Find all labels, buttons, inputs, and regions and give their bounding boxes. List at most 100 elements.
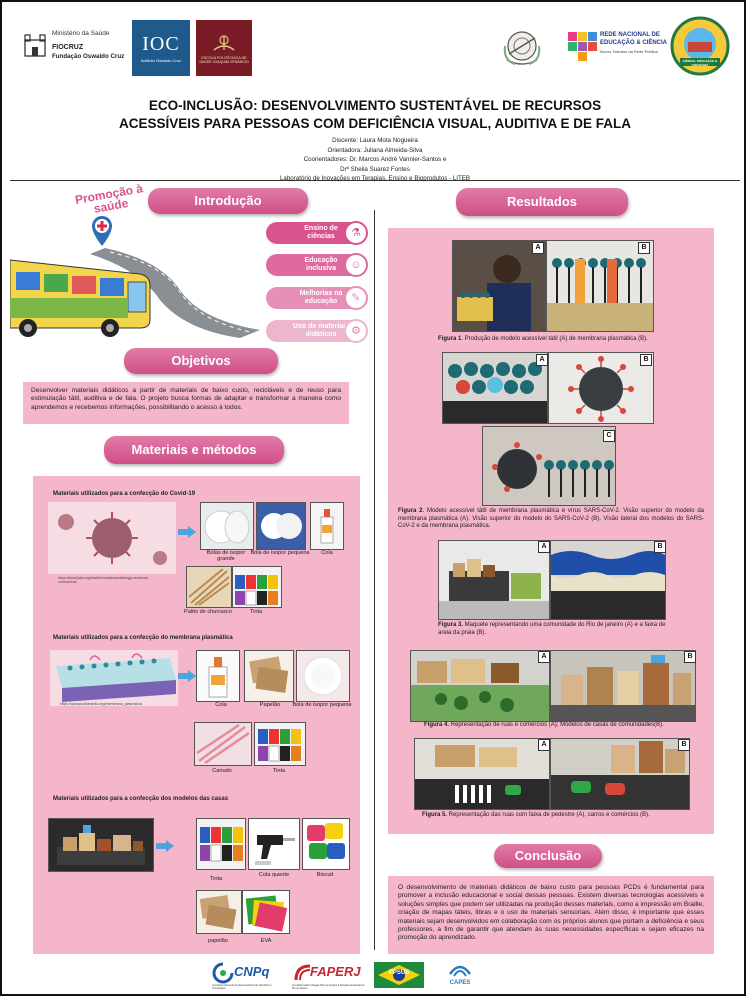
fig3b-tag: B: [654, 541, 666, 553]
label-isopor-grande: Bolas de isopor grande: [206, 550, 246, 562]
fiocruz-full-label: Fundação Oswaldo Cruz: [52, 53, 125, 60]
section-materiais: Materiais e métodos: [104, 436, 284, 464]
label-biscuit: Biscuit: [316, 872, 334, 878]
objetivos-panel: Desenvolver materiais didáticos a partir…: [23, 382, 349, 424]
isopor-membrana-image: [296, 650, 350, 702]
fig3-caption-text: Maquete representando uma comunidade do …: [438, 622, 666, 636]
casas-model-image: [48, 818, 154, 872]
objetivos-text: Desenvolver materiais didáticos a partir…: [31, 387, 341, 411]
conclusao-text: O desenvolvimento de materiais didáticos…: [398, 884, 704, 942]
membrane-diagram: [50, 650, 178, 706]
badge-icon: [670, 16, 730, 76]
label-cola-membrana: Cola: [215, 702, 227, 708]
bus-illustration: [10, 248, 260, 338]
fig4-caption: Figura 4. Representação de ruas e comérc…: [424, 722, 694, 730]
biscuit-image: [302, 818, 350, 870]
label-tinta-membrana: Tinta: [272, 768, 286, 774]
ppsus-logo: PPSUS: [374, 962, 424, 988]
health-pin-icon: [92, 216, 112, 246]
poster-title-line-2: ACESSÍVEIS PARA PESSOAS COM DEFICIÊNCIA …: [118, 116, 632, 131]
epsjv-logo: ESCOLA POLITÉCNICA DE SAÚDE JOAQUIM VENÂ…: [196, 20, 252, 76]
cnpq-swirl-icon: [212, 962, 234, 984]
credit-orientadora: Orientadora: Juliana Almeida-Silva: [327, 146, 423, 154]
rede-label-1: REDE NACIONAL DE: [600, 32, 660, 38]
label-papelao: Papelão: [259, 702, 281, 708]
puzzle-icon: [568, 32, 597, 61]
label-cola: Cola: [321, 550, 333, 556]
label-tinta-covid: Tinta: [249, 609, 263, 615]
fig3-caption: Figura 3. Maquete representando uma comu…: [438, 622, 668, 637]
cnpq-sub-label: Conselho Nacional de Desenvolvimento Cie…: [212, 984, 272, 990]
fig1b-image: [546, 240, 654, 332]
fig5b-image: [550, 738, 690, 810]
poster-title-line-1: ECO-INCLUSÃO: DESENVOLVIMENTO SUSTENTÁVE…: [148, 98, 602, 113]
topic-educacao-inclusiva: Educação inclusiva: [266, 254, 362, 276]
castle-icon: [24, 34, 46, 57]
fig4b-tag: B: [684, 651, 696, 663]
rede-sub-label: Novos Talentos da Rede Pública: [600, 49, 658, 54]
ioc-label: IOC: [142, 33, 180, 55]
capes-logo: CAPES: [440, 960, 480, 990]
topic-ensino-ciencias: Ensino de ciências: [266, 222, 362, 244]
fig5a-tag: A: [538, 739, 550, 751]
covid-materials-title: Materiais utilizados para a confecção do…: [53, 491, 196, 497]
label-isopor-pequena: Bola de isopor pequena: [250, 550, 310, 556]
membrana-image-url: https://upload.wikimedia.org/membrana_pl…: [60, 702, 142, 706]
papelao-casas-image: [196, 890, 242, 934]
label-isopor-membrana: Bola de isopor pequena: [292, 702, 352, 708]
arrow-right-icon: [156, 840, 174, 852]
credit-coorientadora: Drª Sheila Suarez Fontes: [340, 165, 410, 173]
canudo-image: [194, 722, 252, 766]
flask-icon: ⚗: [344, 221, 368, 245]
cnpq-label: CNPq: [234, 964, 270, 979]
book-icon: ✎: [344, 286, 368, 310]
fig2c-tag: C: [603, 430, 615, 442]
isopor-pequena-image: [256, 502, 306, 550]
faperj-logo: FAPERJ Fundação Carlos Chagas Filho de A…: [292, 962, 366, 990]
column-divider: [374, 210, 375, 950]
book-seal-icon: [213, 34, 235, 51]
tinta-membrana-image: [254, 722, 306, 766]
cola-membrana-image: [196, 650, 240, 702]
fig3a-image: [438, 540, 550, 620]
fig2a-tag: A: [536, 354, 548, 366]
fig5-caption: Figura 5. Representação das ruas com fai…: [422, 812, 692, 820]
fig5-caption-label: Figura 5.: [422, 812, 448, 818]
label-palito: Palito de churrasco: [184, 609, 232, 615]
fiocruz-logo: Ministério da Saúde FIOCRUZ Fundação Osw…: [22, 28, 126, 64]
eva-image: [242, 890, 290, 934]
faperj-sub-label: Fundação Carlos Chagas Filho de Amparo à…: [292, 984, 365, 990]
fig2b-image: [548, 352, 654, 424]
topic-melhorias-educacao: Melhorias na educação: [266, 287, 362, 309]
epsjv-label: ESCOLA POLITÉCNICA DE SAÚDE JOAQUIM VENÂ…: [199, 55, 249, 65]
section-objetivos: Objetivos: [124, 348, 278, 374]
faperj-label: FAPERJ: [310, 964, 361, 979]
fig4b-image: [550, 650, 696, 722]
topic-label: Uso de materiais didáticos: [292, 323, 350, 338]
topic-label: Melhorias na educação: [299, 290, 343, 305]
fig1-caption-text: . Produção de modelo acessível tátil (A)…: [461, 336, 648, 342]
isopor-grande-image: [200, 502, 254, 550]
label-papelao-casas: papelão: [208, 938, 228, 944]
label-cola-quente: Cola quente: [258, 872, 290, 878]
topic-label: Ensino de ciências: [304, 225, 338, 240]
ppsus-flag-icon: [378, 965, 420, 985]
fig2-caption: Figura 2. Modelo acessível tátil de memb…: [398, 508, 704, 531]
topic-uso-materiais: Uso de materiais didáticos: [266, 320, 362, 342]
fiocruz-label: FIOCRUZ: [52, 44, 84, 51]
fig1-caption-label: Figura 1: [438, 336, 462, 342]
credit-lab: Laboratório de Inovações em Terapias, En…: [279, 175, 471, 183]
rede-nacional-logo: REDE NACIONAL DE EDUCAÇÃO & CIÊNCIA Novo…: [566, 26, 667, 72]
coronavirus-image: [48, 502, 176, 574]
fig1a-tag: A: [532, 242, 544, 254]
fig1a-image: [452, 240, 546, 332]
fig4-caption-text: Representação de ruas e comércios (A); M…: [449, 722, 664, 728]
palito-image: [186, 566, 232, 608]
fig2b-tag: B: [640, 354, 652, 366]
fig5a-image: [414, 738, 550, 810]
capes-swirl-icon: [448, 965, 472, 977]
fig2c-image: [482, 426, 616, 506]
fig1-caption: Figura 1. Produção de modelo acessível t…: [438, 336, 678, 344]
fig2-caption-text: . Modelo acessível tátil de membrana pla…: [398, 508, 705, 530]
